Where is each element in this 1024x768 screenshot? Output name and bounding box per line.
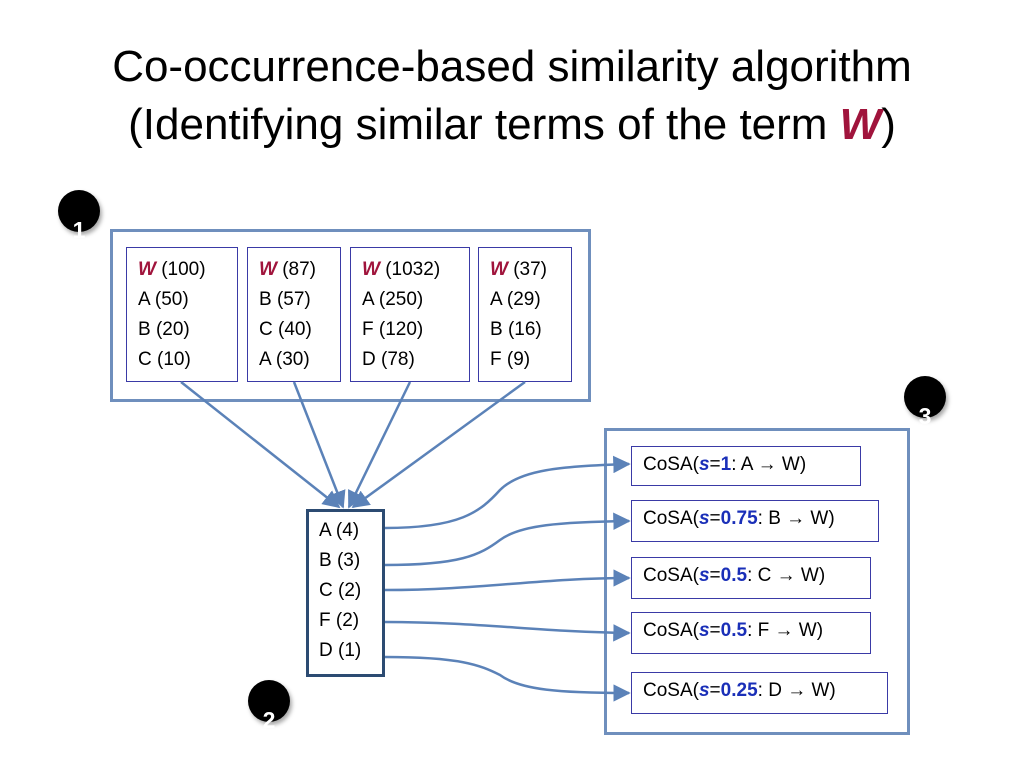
cosa-s-symbol: s xyxy=(698,508,710,529)
document-head: W (100) xyxy=(138,255,237,285)
cosa-prefix: CoSA( xyxy=(643,680,699,701)
cosa-s-symbol: s xyxy=(698,680,710,701)
merge-arrow-2 xyxy=(292,381,346,509)
count-row-b: B (3) xyxy=(319,550,361,571)
step-badge-2: 2 xyxy=(248,680,290,733)
title-line-2: (Identifying similar terms of the term W… xyxy=(0,96,1024,154)
cosa-relation: : F → W) xyxy=(747,620,824,641)
slide-title: Co-occurrence-based similarity algorithm… xyxy=(0,38,1024,154)
document-row: F (9) xyxy=(490,349,531,370)
cosa-equals: = xyxy=(709,508,721,529)
document-row: A (50) xyxy=(138,289,189,310)
cosa-box-c: CoSA(s=0.5: C → W) xyxy=(631,557,871,599)
document-row: A (30) xyxy=(259,349,310,370)
document-head-term: W xyxy=(259,259,277,280)
title-line-2-suffix: ) xyxy=(881,100,896,149)
document-row: B (57) xyxy=(259,289,311,310)
document-head: W (87) xyxy=(259,255,340,285)
count-row-c: C (2) xyxy=(319,580,362,601)
document-box-2: W (87) B (57) C (40) A (30) xyxy=(247,247,341,382)
similarity-arrow-d xyxy=(384,655,631,702)
document-head-count: (100) xyxy=(161,259,206,280)
cosa-relation: : A → W) xyxy=(731,454,807,475)
cosa-s-symbol: s xyxy=(698,620,710,641)
count-row-f: F (2) xyxy=(319,610,360,631)
count-row-a: A (4) xyxy=(319,520,360,541)
document-head-count: (87) xyxy=(282,259,317,280)
cosa-score: 0.5 xyxy=(720,620,748,641)
document-box-4: W (37) A (29) B (16) F (9) xyxy=(478,247,572,382)
similarity-arrow-a xyxy=(384,455,631,530)
title-term: W xyxy=(839,100,882,149)
cosa-prefix: CoSA( xyxy=(643,454,699,475)
document-row: B (16) xyxy=(490,319,542,340)
document-row: D (78) xyxy=(362,349,415,370)
cosa-relation: : B → W) xyxy=(757,508,835,529)
cosa-box-a: CoSA(s=1: A → W) xyxy=(631,446,861,486)
merge-arrow-3 xyxy=(347,381,412,509)
step-badge-label: 2 xyxy=(262,707,276,733)
cosa-score: 0.5 xyxy=(720,565,748,586)
step-badge-label: 3 xyxy=(918,403,932,429)
merge-arrow-1 xyxy=(180,381,341,509)
step-badge-label: 1 xyxy=(72,217,86,243)
similarity-arrow-f xyxy=(384,620,631,642)
step-badge-3: 3 xyxy=(904,376,946,429)
count-row-d: D (1) xyxy=(319,640,362,661)
cosa-score: 0.75 xyxy=(720,508,758,529)
document-row: F (120) xyxy=(362,319,424,340)
cosa-prefix: CoSA( xyxy=(643,565,699,586)
cosa-prefix: CoSA( xyxy=(643,620,699,641)
merge-arrow-4 xyxy=(351,380,526,509)
title-line-2-prefix: (Identifying similar terms of the term xyxy=(128,100,840,149)
document-box-1: W (100) A (50) B (20) C (10) xyxy=(126,247,238,382)
cosa-score: 0.25 xyxy=(720,680,758,701)
document-head-term: W xyxy=(362,259,380,280)
document-head-count: (37) xyxy=(513,259,548,280)
document-box-3: W (1032) A (250) F (120) D (78) xyxy=(350,247,470,382)
similarity-arrow-c xyxy=(384,569,631,592)
document-row: C (40) xyxy=(259,319,312,340)
cosa-relation: : C → W) xyxy=(747,565,826,586)
cosa-prefix: CoSA( xyxy=(643,508,699,529)
document-head-term: W xyxy=(138,259,156,280)
cosa-score: 1 xyxy=(720,454,732,475)
cosa-box-d: CoSA(s=0.25: D → W) xyxy=(631,672,888,714)
title-line-1: Co-occurrence-based similarity algorithm xyxy=(112,42,912,91)
document-row: C (10) xyxy=(138,349,191,370)
similarity-arrow-b xyxy=(384,512,631,567)
cosa-relation: : D → W) xyxy=(757,680,836,701)
cosa-s-symbol: s xyxy=(698,454,710,475)
step-badge-1: 1 xyxy=(58,190,100,243)
document-row: A (29) xyxy=(490,289,541,310)
cosa-equals: = xyxy=(709,620,721,641)
cosa-box-b: CoSA(s=0.75: B → W) xyxy=(631,500,879,542)
document-head: W (37) xyxy=(490,255,571,285)
document-head: W (1032) xyxy=(362,255,469,285)
document-head-term: W xyxy=(490,259,508,280)
cosa-equals: = xyxy=(709,680,721,701)
cooccurrence-count-box: A (4) B (3) C (2) F (2) D (1) xyxy=(306,509,385,677)
cosa-equals: = xyxy=(709,454,721,475)
document-row: B (20) xyxy=(138,319,190,340)
cosa-s-symbol: s xyxy=(698,565,710,586)
document-row: A (250) xyxy=(362,289,424,310)
document-head-count: (1032) xyxy=(385,259,441,280)
cosa-box-f: CoSA(s=0.5: F → W) xyxy=(631,612,871,654)
cosa-equals: = xyxy=(709,565,721,586)
